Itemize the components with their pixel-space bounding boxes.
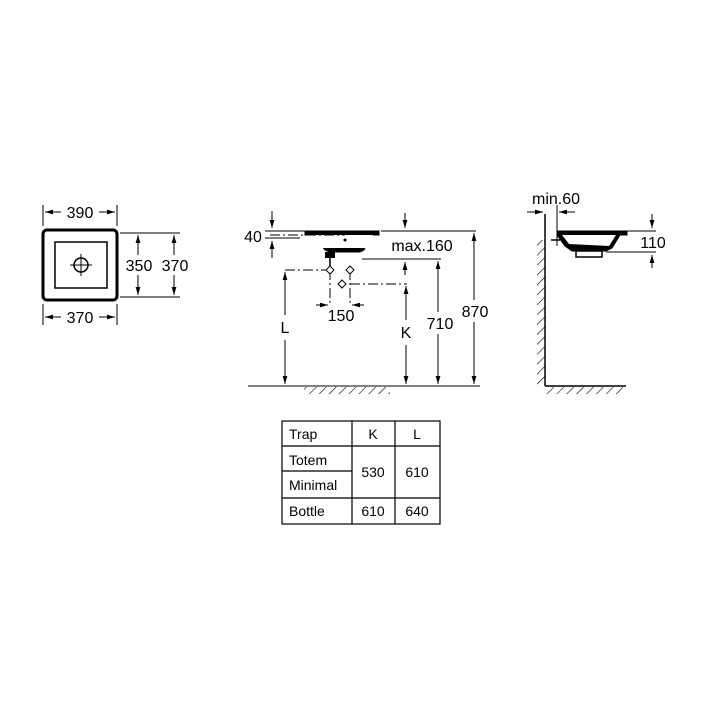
dim-height-k: K [401,325,412,342]
dim-max-depth: max.160 [391,238,452,255]
top-view: 390 370 350 370 [41,205,189,327]
table-header-l: L [413,426,421,442]
drain-icon [70,254,92,276]
basin-inner-outline [54,241,108,289]
table-header-k: K [368,426,378,442]
table-cell-trap: Minimal [289,477,337,493]
dim-outer-width: 390 [67,205,94,222]
dim-rim-offset: 40 [244,229,262,246]
side-view: min.60 110 [527,191,666,394]
dim-outer-depth: 370 [162,258,189,275]
dim-basin-height: 110 [640,235,666,252]
table-cell-k: 530 [361,464,385,480]
table-cell-trap: Bottle [289,503,325,519]
dim-height-870: 870 [462,304,489,321]
table-cell-l: 610 [405,464,429,480]
dim-height-710: 710 [427,316,454,333]
front-view: 40 max.160 150 L K 710 [244,211,488,394]
dim-outlet-spacing: 150 [328,308,355,325]
dim-height-l: L [281,320,290,337]
basin-outer-outline [41,228,119,302]
table-header-trap: Trap [289,426,317,442]
trap-table: Trap K L Totem Minimal 530 610 Bottle 61… [281,420,441,525]
table-cell-trap: Totem [289,452,327,468]
table-cell-k: 610 [361,503,385,519]
table-cell-l: 640 [405,503,429,519]
dim-inner-depth: 350 [126,258,153,275]
dim-wall-gap: min.60 [532,191,580,208]
outlet-marker-icon [325,265,355,289]
dim-inner-width: 370 [67,310,94,327]
